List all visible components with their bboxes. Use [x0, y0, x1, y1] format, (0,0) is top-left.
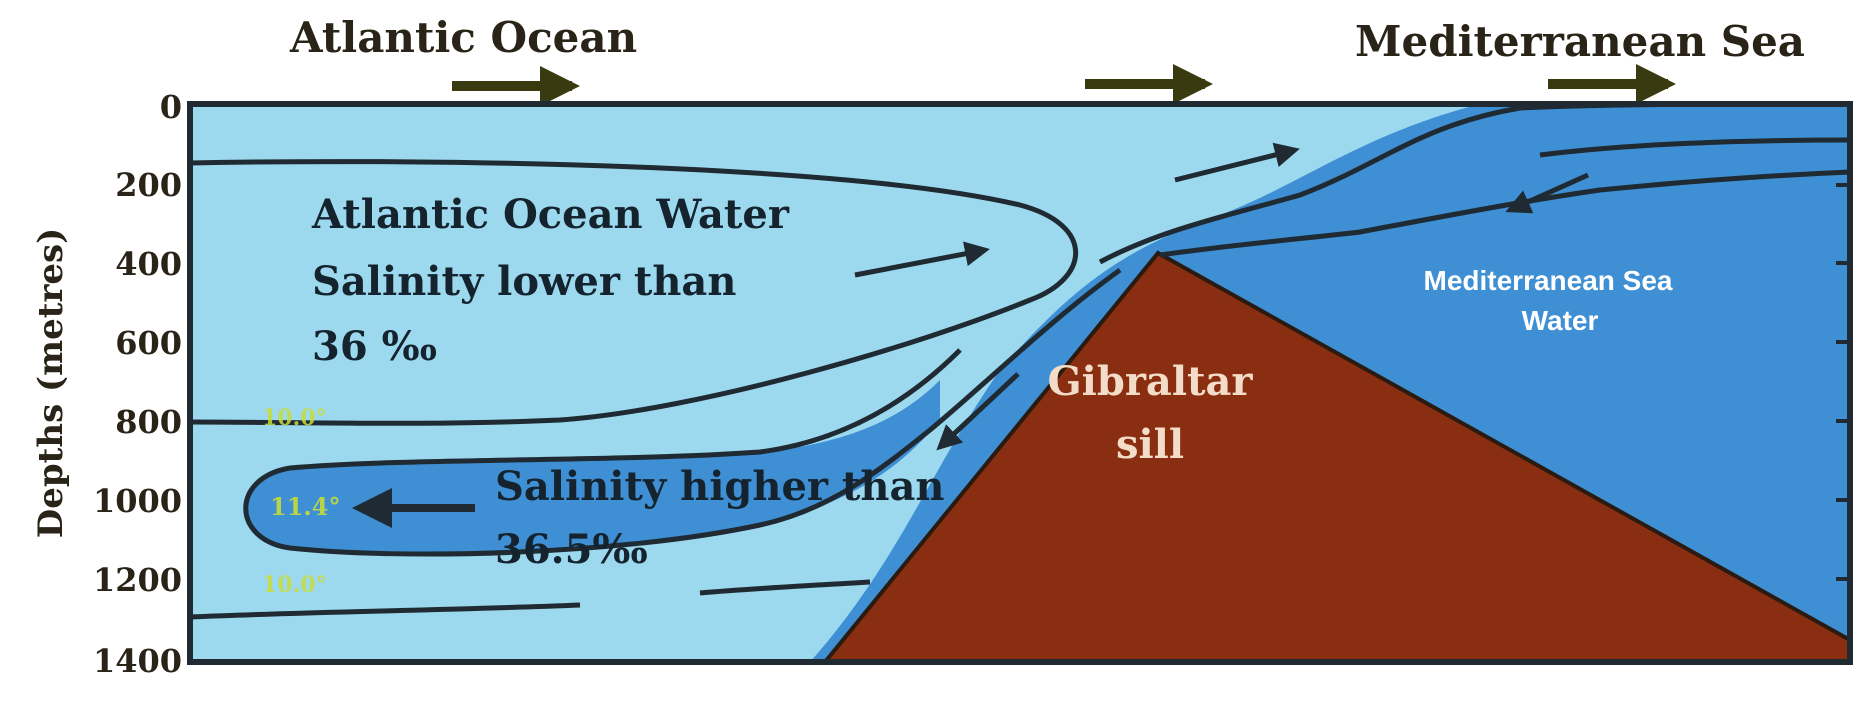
outflow-tongue-contour: [243, 267, 1122, 557]
depth-tick-200: 200: [115, 166, 182, 204]
med-inner-contour: [1539, 137, 1850, 158]
temp-label-upper: 10.0°: [262, 405, 327, 431]
atlantic-water-line-1: Atlantic Ocean Water: [311, 191, 790, 238]
outflow-upper-contour: [1159, 169, 1850, 258]
right-edge-ticks: [1836, 183, 1850, 581]
atlantic-water-label: Atlantic Ocean Water Salinity lower than…: [311, 191, 790, 370]
med-water-line-2: Water: [1522, 305, 1599, 336]
depth-tick-800: 800: [115, 403, 182, 441]
cross-section: [190, 104, 1850, 662]
sill-line-2: sill: [1116, 421, 1184, 468]
atlantic-water-line-2: Salinity lower than: [312, 258, 736, 305]
outflow-down-arrow: [936, 372, 1020, 451]
depth-axis-label: Depths (metres): [31, 228, 71, 538]
atlantic-water-contour: [190, 159, 1079, 426]
outflow-salinity-label: Salinity higher than 36.5‰: [495, 463, 944, 573]
med-return-arrow: [1505, 172, 1590, 214]
mediterranean-water-label: Mediterranean Sea Water: [1424, 265, 1673, 336]
depth-tick-600: 600: [115, 324, 182, 362]
deep-contour-1: [190, 602, 581, 620]
inflow-arrow: [854, 241, 990, 278]
depth-tick-0: 0: [160, 88, 182, 126]
outflow-line-2: 36.5‰: [495, 526, 648, 573]
gibraltar-sill: [822, 250, 1850, 662]
outflow-line-1: Salinity higher than: [495, 463, 944, 510]
med-water-line-1: Mediterranean Sea: [1424, 265, 1673, 296]
diagram-frame: [187, 101, 1853, 665]
gibraltar-sill-label: Gibraltar sill: [1048, 358, 1254, 468]
sill-line-1: Gibraltar: [1048, 358, 1254, 405]
surface-inflow-arrow: [1174, 142, 1300, 183]
temp-label-lower: 10.0°: [262, 572, 327, 598]
depth-axis: 0 200 400 600 800 1000 1200 1400 Depths …: [31, 88, 182, 680]
depth-tick-1400: 1400: [93, 642, 182, 680]
mediterranean-sea-label: Mediterranean Sea: [1355, 17, 1805, 66]
atlantic-water-line-3: 36 ‰: [312, 323, 437, 370]
temperature-labels: 10.0° 11.4° 10.0°: [262, 405, 340, 598]
surface-flow-arrows: [452, 64, 1676, 106]
deep-contour-2: [699, 579, 871, 596]
depth-tick-1000: 1000: [93, 482, 182, 520]
temp-label-middle: 11.4°: [270, 492, 340, 521]
depth-tick-400: 400: [115, 245, 182, 283]
atlantic-ocean-label: Atlantic Ocean: [289, 13, 637, 62]
depth-tick-1200: 1200: [93, 561, 182, 599]
